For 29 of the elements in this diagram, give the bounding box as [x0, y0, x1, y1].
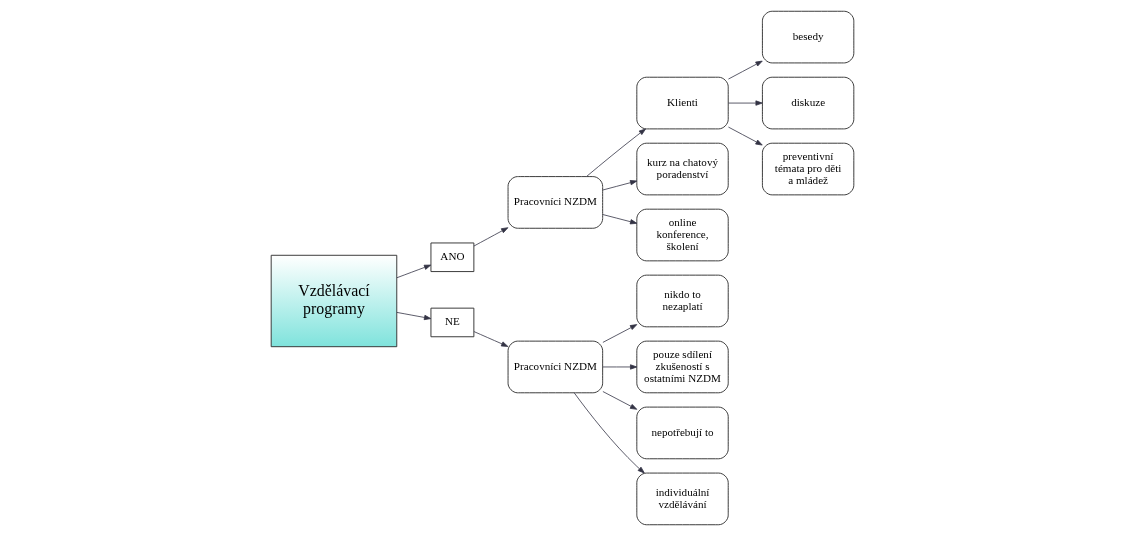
- arrow: [396, 264, 431, 279]
- arrow: [602, 214, 637, 225]
- node-box: Pracovníci NZDM: [507, 176, 603, 229]
- node-box: online konference, školení: [635, 208, 729, 262]
- node-box: nepotřebují to: [635, 406, 729, 460]
- arrow: [473, 331, 508, 347]
- node-box: diskuze: [761, 76, 854, 130]
- node-box: kurz na chatový poradenství: [635, 142, 729, 196]
- arrow: [727, 60, 763, 80]
- arrow: [602, 324, 637, 343]
- node-box: Klienti: [635, 76, 729, 130]
- arrow: [585, 128, 646, 177]
- node-box: nikdo to nezaplatí: [635, 274, 729, 328]
- arrow: [602, 180, 637, 191]
- node-box: ANO: [429, 242, 474, 273]
- arrow: [602, 364, 637, 370]
- node-box: Pracovníci NZDM: [507, 340, 603, 394]
- node-box: NE: [429, 307, 474, 338]
- arrow: [727, 100, 763, 106]
- arrow: [573, 392, 645, 474]
- node-box: Vzdělávací programy: [270, 254, 397, 348]
- node-box: individuální vzdělávání: [635, 472, 729, 526]
- arrow: [727, 126, 763, 146]
- node-box: pouze sdílení zkušeností s ostatními NZDM: [635, 340, 729, 394]
- arrow: [473, 227, 508, 247]
- node-box: besedy: [761, 10, 854, 64]
- arrow: [602, 391, 637, 410]
- node-box: preventivní témata pro děti a mládež: [761, 142, 854, 196]
- arrow: [396, 312, 431, 321]
